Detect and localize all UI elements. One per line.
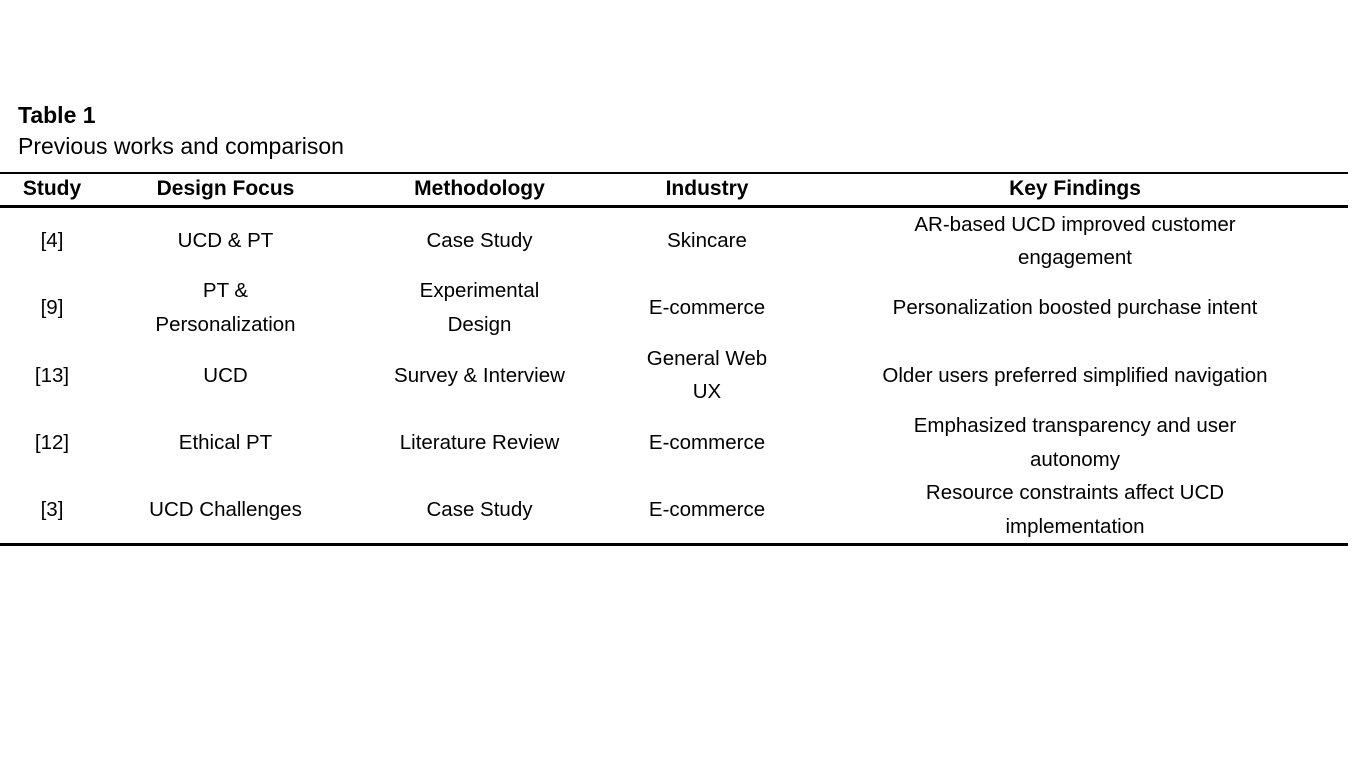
table-caption: Previous works and comparison (18, 132, 344, 159)
cell-key-findings: Resource constraints affect UCD implemen… (925, 481, 1225, 538)
cell-industry: E-commerce (648, 431, 766, 455)
table-row: [13] UCD Survey & Interview General Web … (0, 341, 1348, 409)
table-header-row: Study Design Focus Methodology Industry … (0, 173, 1348, 208)
table-row: [4] UCD & PT Case Study Skincare AR-base… (0, 206, 1348, 274)
cell-industry: General Web UX (646, 346, 768, 404)
cell-design-focus: UCD Challenges (149, 498, 302, 521)
cell-design-focus: Ethical PT (178, 431, 273, 455)
cell-study: [9] (40, 296, 64, 320)
cell-industry: E-commerce (648, 296, 766, 320)
column-header-key-findings: Key Findings (802, 173, 1348, 208)
cell-methodology: Literature Review (399, 431, 560, 455)
table-body: [4] UCD & PT Case Study Skincare AR-base… (0, 206, 1348, 544)
cell-study: [13] (34, 363, 70, 387)
cell-design-focus: UCD (203, 363, 248, 387)
cell-methodology: Case Study (426, 498, 533, 521)
cell-key-findings: AR-based UCD improved customer engagemen… (914, 212, 1236, 269)
column-header-industry: Industry (612, 173, 802, 208)
cell-industry: Skincare (667, 229, 747, 253)
table-header: Study Design Focus Methodology Industry … (0, 173, 1348, 208)
cell-design-focus: UCD & PT (177, 229, 274, 253)
table-row: [12] Ethical PT Literature Review E-comm… (0, 409, 1348, 477)
column-header-design-focus: Design Focus (104, 173, 347, 208)
column-header-study: Study (0, 173, 104, 208)
table-title-block: Table 1 Previous works and comparison (18, 101, 344, 163)
cell-methodology: Experimental Design (419, 279, 540, 336)
table-row: [3] UCD Challenges Case Study E-commerce… (0, 476, 1348, 544)
cell-methodology: Case Study (426, 229, 533, 253)
comparison-table: Study Design Focus Methodology Industry … (0, 172, 1348, 546)
cell-key-findings: Older users preferred simplified navigat… (882, 363, 1268, 387)
cell-design-focus: PT & Personalization (155, 279, 296, 336)
cell-methodology: Survey & Interview (394, 363, 565, 387)
column-header-methodology: Methodology (347, 173, 612, 208)
cell-study: [3] (40, 498, 64, 521)
cell-industry: E-commerce (648, 498, 766, 521)
table-label: Table 1 (18, 102, 96, 128)
cell-key-findings: Personalization boosted purchase intent (892, 296, 1258, 320)
cell-study: [4] (40, 229, 64, 253)
cell-study: [12] (34, 431, 70, 455)
cell-key-findings: Emphasized transparency and user autonom… (913, 414, 1237, 471)
table-row: [9] PT & Personalization Experimental De… (0, 274, 1348, 342)
